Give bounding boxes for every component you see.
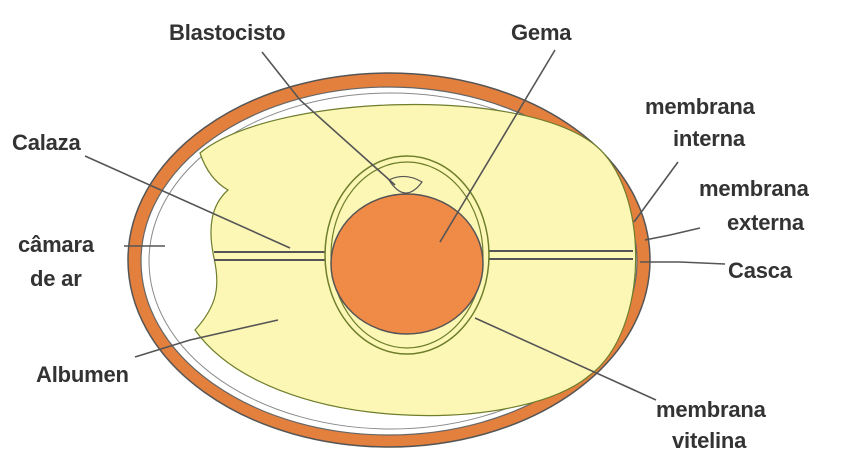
label-membrana-interna-line1: membrana bbox=[645, 94, 755, 120]
label-membrana-externa-line2: externa bbox=[727, 210, 804, 236]
label-gema: Gema bbox=[511, 20, 571, 46]
label-albumen: Albumen bbox=[36, 362, 129, 388]
label-membrana-vitelina-line2: vitelina bbox=[672, 428, 746, 454]
label-membrana-externa-line1: membrana bbox=[699, 176, 809, 202]
label-membrana-interna-line2: interna bbox=[673, 126, 745, 152]
label-membrana-vitelina-line1: membrana bbox=[656, 397, 766, 423]
leader-membrana-interna bbox=[634, 162, 678, 222]
label-blastocisto: Blastocisto bbox=[169, 20, 285, 46]
label-calaza: Calaza bbox=[12, 130, 81, 156]
label-camara-line1: câmara bbox=[18, 232, 94, 258]
leader-casca bbox=[640, 262, 725, 264]
leader-membrana-externa bbox=[645, 228, 700, 240]
label-casca: Casca bbox=[728, 258, 792, 284]
label-camara-line2: de ar bbox=[30, 266, 82, 292]
yolk bbox=[331, 194, 483, 334]
